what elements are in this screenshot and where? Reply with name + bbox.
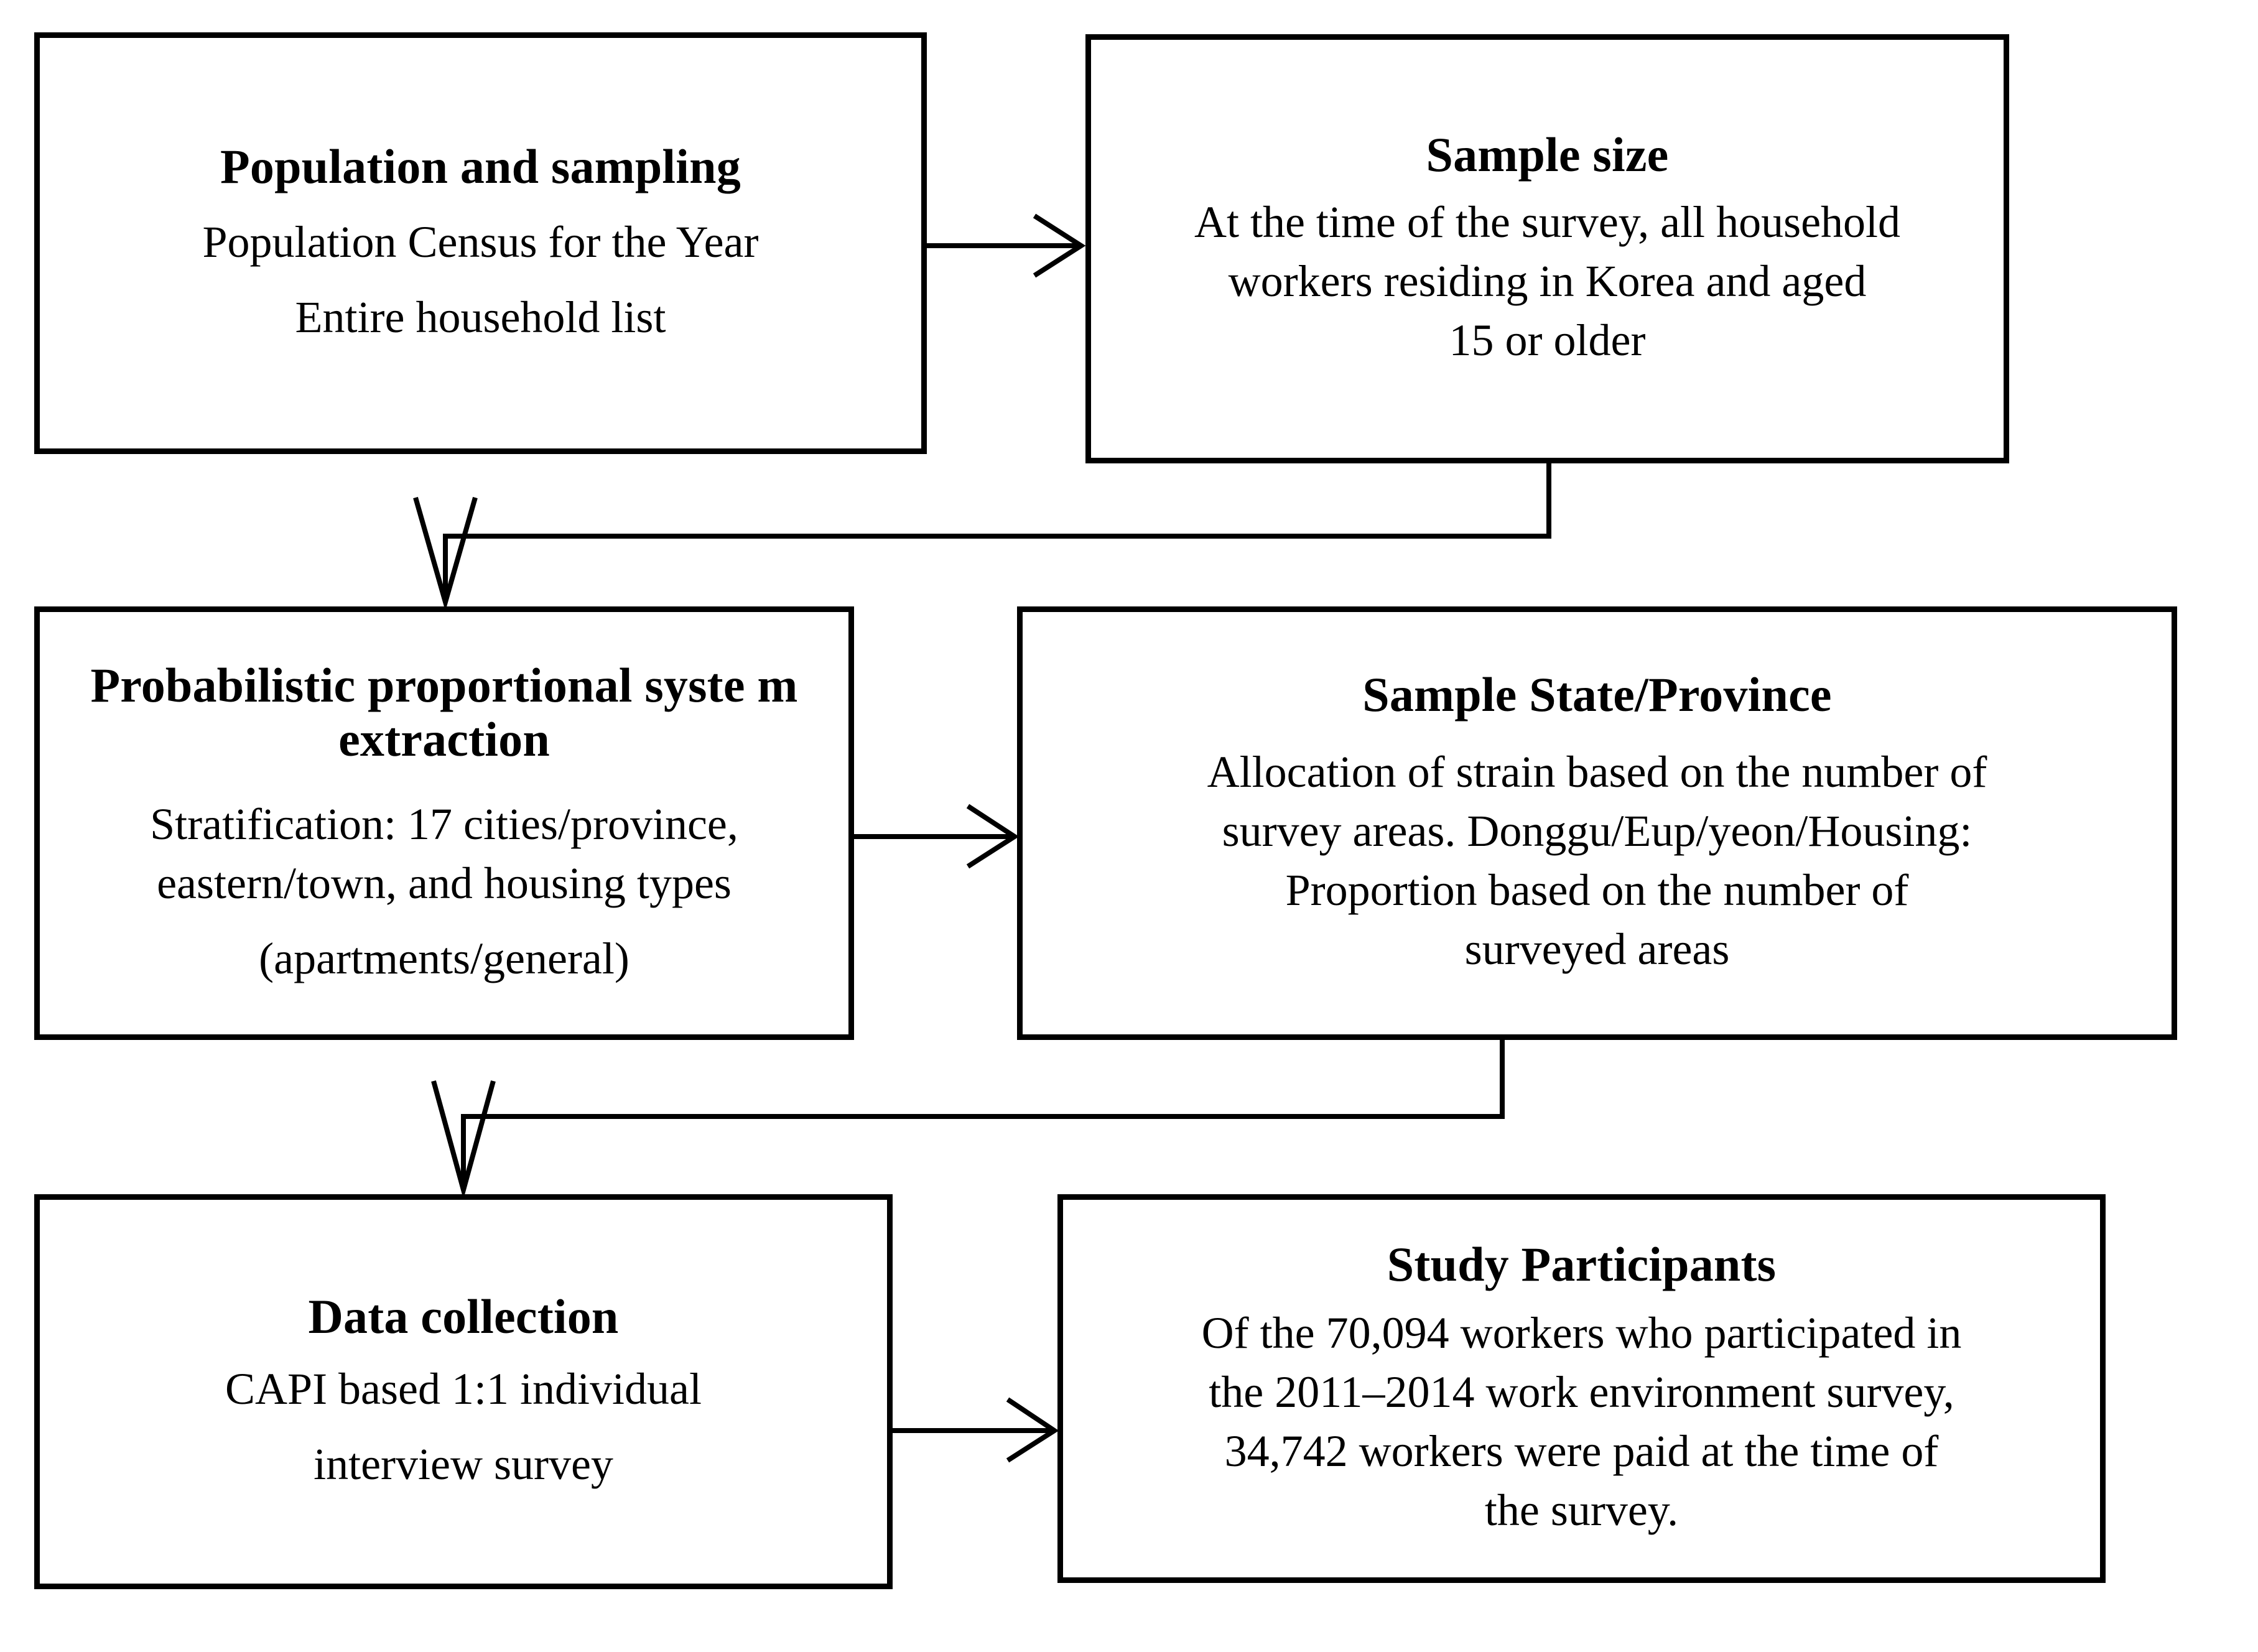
node-body: At the time of the survey, all household… xyxy=(1194,193,1900,370)
node-body-line: interview survey xyxy=(314,1439,613,1490)
node-body-line: 15 or older xyxy=(1449,315,1646,366)
node-body-line: CAPI based 1:1 individual xyxy=(225,1364,702,1414)
node-study-participants: Study Participants Of the 70,094 workers… xyxy=(1057,1194,2106,1583)
node-sample-state-province: Sample State/Province Allocation of stra… xyxy=(1017,606,2177,1040)
node-body-line: survey areas. Donggu/Eup/yeon/Housing: xyxy=(1222,806,1972,856)
node-body-line: At the time of the survey, all household xyxy=(1194,197,1901,248)
node-body: Stratification: 17 cities/province, east… xyxy=(150,795,738,988)
arrow-extraction-to-province xyxy=(854,804,1020,869)
node-body-line: workers residing in Korea and aged xyxy=(1228,256,1867,307)
node-data-collection: Data collection CAPI based 1:1 individua… xyxy=(34,1194,893,1589)
node-body-line: Population Census for the Year xyxy=(202,216,759,267)
node-sample-size: Sample size At the time of the survey, a… xyxy=(1085,34,2009,463)
node-body-spacer xyxy=(150,913,738,929)
node-population-and-sampling: Population and sampling Population Censu… xyxy=(34,32,927,454)
node-body-line: 34,742 workers were paid at the time of xyxy=(1224,1426,1939,1477)
arrow-sample-size-to-extraction xyxy=(413,463,1551,611)
node-body-line: Entire household list xyxy=(295,292,666,342)
node-body-spacer xyxy=(225,1419,702,1435)
node-body-line: Proportion based on the number of xyxy=(1285,865,1909,916)
node-body-line: eastern/town, and housing types xyxy=(157,858,732,909)
node-body-line: the 2011–2014 work environment survey, xyxy=(1209,1367,1954,1418)
node-body: CAPI based 1:1 individual interview surv… xyxy=(225,1360,702,1494)
node-probabilistic-proportional-system-extraction: Probabilistic proportional syste m extra… xyxy=(34,606,854,1040)
node-body-line: (apartments/general) xyxy=(259,934,630,984)
node-body-line: surveyed areas xyxy=(1464,924,1730,975)
node-title: Sample size xyxy=(1426,127,1669,182)
arrow-province-to-data-collection xyxy=(431,1040,1505,1200)
arrow-data-collection-to-study xyxy=(893,1397,1059,1463)
node-body: Of the 70,094 workers who participated i… xyxy=(1202,1304,1962,1540)
node-body: Allocation of strain based on the number… xyxy=(1207,743,1987,979)
node-body: Population Census for the Year Entire ho… xyxy=(203,213,759,347)
node-title: Population and sampling xyxy=(220,139,741,194)
node-body-line: Stratification: 17 cities/province, xyxy=(150,799,738,850)
node-title: Study Participants xyxy=(1387,1237,1777,1291)
node-title: Data collection xyxy=(308,1289,619,1343)
arrow-population-to-sample-size xyxy=(927,213,1086,278)
node-body-line: Of the 70,094 workers who participated i… xyxy=(1201,1308,1962,1358)
node-title: Probabilistic proportional syste m extra… xyxy=(90,657,798,766)
node-body-line: the survey. xyxy=(1484,1485,1679,1536)
node-body-line: Allocation of strain based on the number… xyxy=(1207,747,1987,797)
node-title: Sample State/Province xyxy=(1362,667,1832,722)
node-body-spacer xyxy=(203,272,759,288)
